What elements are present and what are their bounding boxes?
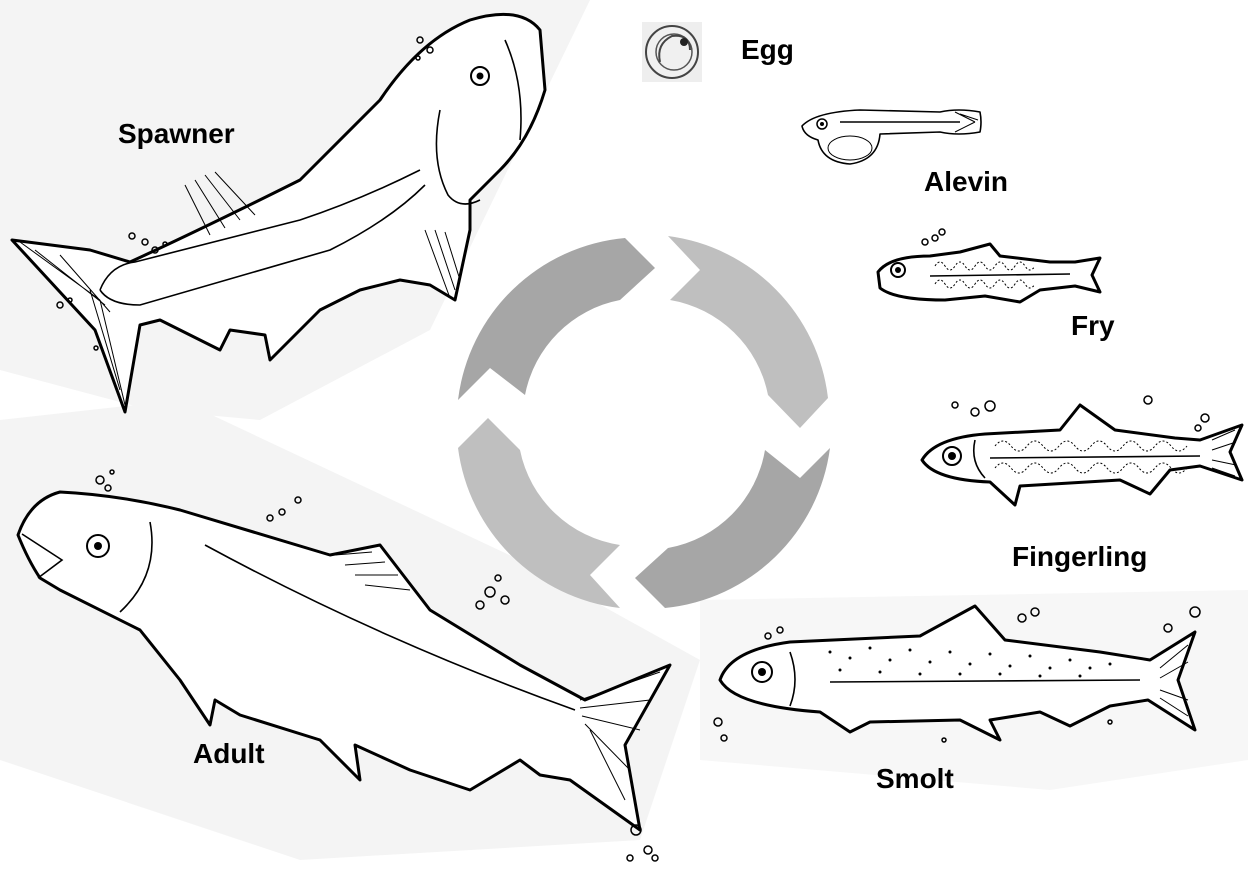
cycle-arrows (458, 236, 830, 608)
label-alevin: Alevin (924, 168, 1008, 196)
fry-illustration (878, 244, 1100, 302)
label-smolt: Smolt (876, 765, 954, 793)
label-fingerling: Fingerling (1012, 543, 1147, 571)
cycle-arrow-upper-left (458, 238, 655, 400)
label-fry: Fry (1071, 312, 1115, 340)
fingerling-illustration (922, 405, 1242, 505)
label-adult: Adult (193, 740, 265, 768)
alevin-illustration (802, 110, 981, 164)
label-egg: Egg (741, 36, 794, 64)
cycle-arrow-upper-right (668, 236, 828, 428)
cycle-arrow-lower-right (635, 448, 830, 608)
label-spawner: Spawner (118, 120, 235, 148)
egg-illustration (642, 22, 702, 82)
